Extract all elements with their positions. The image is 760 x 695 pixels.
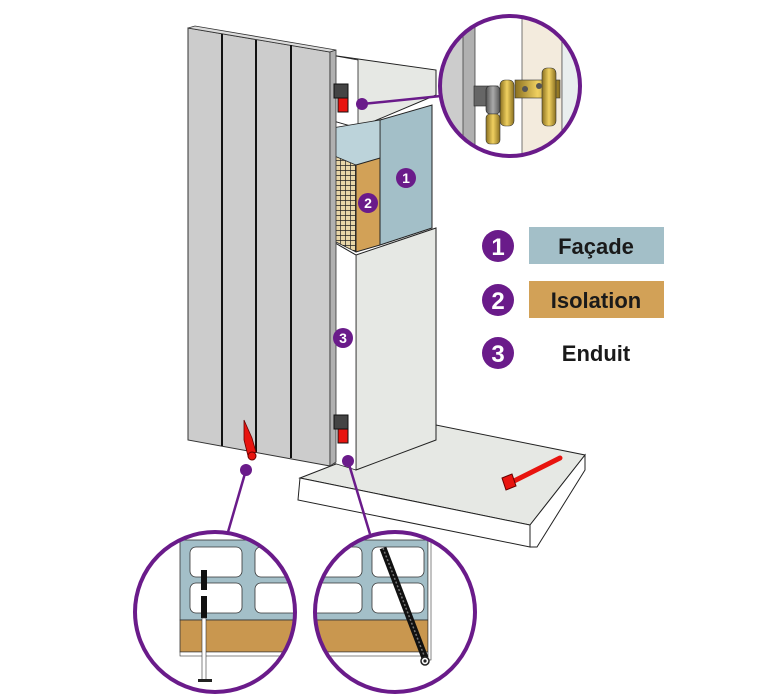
legend-item-facade: 1 Façade <box>482 227 664 264</box>
marker-3: 3 <box>333 328 353 348</box>
hinge-pin-detail-callout <box>313 530 477 694</box>
callout-dot-top <box>356 98 368 110</box>
hinge-bottom <box>333 414 349 444</box>
legend-item-enduit: 3 Enduit <box>482 337 631 369</box>
ground-slab <box>297 424 586 548</box>
legend-swatch-facade <box>529 227 664 264</box>
svg-text:2: 2 <box>364 195 372 211</box>
legend: 1 Façade 2 Isolation 3 Enduit <box>482 227 664 369</box>
ground-shutter-holder <box>501 455 563 491</box>
callout-lines <box>226 94 442 535</box>
legend-item-isolation: 2 Isolation <box>482 281 664 318</box>
legend-swatch-isolation <box>529 281 664 318</box>
svg-text:1: 1 <box>402 170 410 186</box>
shutter-stop-detail-callout <box>133 530 297 694</box>
render-layer <box>355 227 437 471</box>
svg-text:2: 2 <box>491 288 504 315</box>
wall-section <box>329 54 437 471</box>
svg-text:Isolation: Isolation <box>551 288 641 313</box>
marker-1: 1 <box>396 168 416 188</box>
hinge-detail-callout <box>438 14 582 158</box>
shutter-stop <box>243 419 257 461</box>
svg-text:3: 3 <box>491 341 504 368</box>
shutter-panel <box>187 25 337 467</box>
callout-dot-bottom-left <box>240 464 252 476</box>
hinge-top <box>333 83 349 113</box>
svg-text:Façade: Façade <box>558 234 634 259</box>
svg-text:Enduit: Enduit <box>562 341 631 366</box>
callout-dot-bottom-right <box>342 455 354 467</box>
svg-text:3: 3 <box>339 330 347 346</box>
svg-text:1: 1 <box>491 234 504 261</box>
marker-2: 2 <box>358 193 378 213</box>
